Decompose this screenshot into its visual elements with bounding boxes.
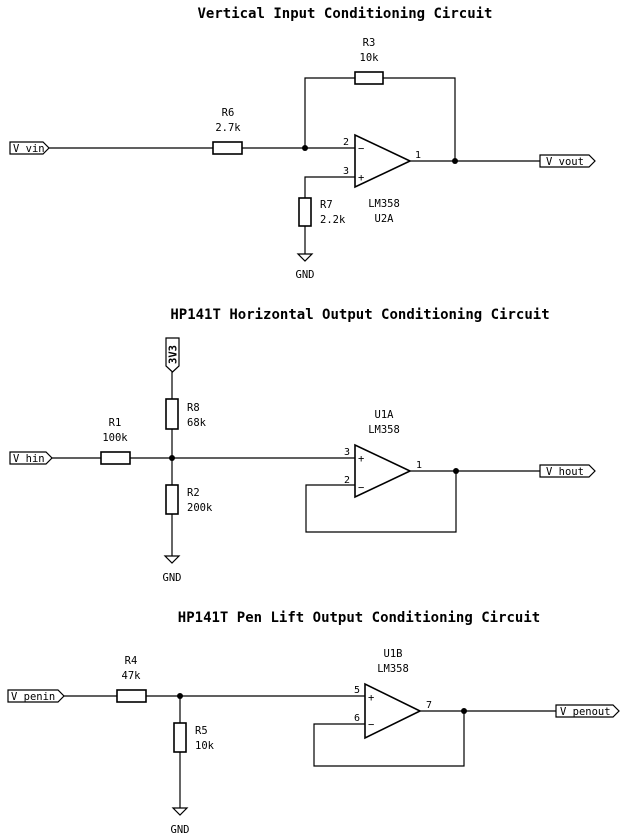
- plus-sign: +: [368, 692, 374, 704]
- plus-sign: +: [358, 172, 364, 184]
- penlift-title: HP141T Pen Lift Output Conditioning Circ…: [178, 610, 540, 626]
- junction-dot: [453, 468, 459, 474]
- r4-value: 47k: [122, 670, 142, 682]
- r7-value: 2.2k: [320, 214, 346, 226]
- r4-ref: R4: [125, 655, 138, 667]
- minus-sign: −: [358, 482, 364, 494]
- r5-ref: R5: [195, 725, 208, 737]
- r8-ref: R8: [187, 402, 200, 414]
- plus-sign: +: [358, 453, 364, 465]
- r6-value: 2.7k: [215, 122, 241, 134]
- port-v-hout: [539, 464, 596, 478]
- resistor-r2: [165, 484, 179, 515]
- vertical-title: Vertical Input Conditioning Circuit: [197, 6, 492, 22]
- u1a-pin-out: 1: [416, 460, 422, 471]
- u1a-ref: U1A: [375, 409, 395, 421]
- power-flag-3v3: [165, 337, 180, 373]
- junction-dot: [177, 693, 183, 699]
- port-v-vin: [9, 141, 50, 155]
- u1b-pin-minus: 6: [354, 713, 360, 724]
- r7-ref: R7: [320, 199, 333, 211]
- u1b-pin-plus: 5: [354, 685, 360, 696]
- r3-value: 10k: [360, 52, 380, 64]
- gnd-label: GND: [296, 269, 315, 281]
- resistor-r8: [165, 398, 179, 430]
- r1-value: 100k: [102, 432, 128, 444]
- u2a-pin-minus: 2: [343, 137, 349, 148]
- gnd-symbol: [163, 555, 181, 564]
- port-v-vin-label: V_vin: [13, 143, 45, 155]
- junction-dot: [169, 455, 175, 461]
- u1a-pin-plus: 3: [344, 447, 350, 458]
- vertical-circuit: Vertical Input Conditioning Circuit V_vi…: [9, 6, 596, 281]
- port-v-penin: [7, 689, 65, 703]
- u2a-pin-out: 1: [415, 150, 421, 161]
- u1b-pin-out: 7: [426, 700, 432, 711]
- junction-dot: [461, 708, 467, 714]
- u1b-ref: U1B: [384, 648, 403, 660]
- minus-sign: −: [358, 143, 364, 155]
- wire: [313, 711, 465, 767]
- port-v-vout-label: V_vout: [546, 156, 584, 168]
- power-flag-label: 3V3: [168, 345, 180, 364]
- wire: [305, 471, 457, 533]
- gnd-symbol: [296, 253, 314, 262]
- gnd-label: GND: [163, 572, 182, 584]
- port-v-penin-label: V_penin: [11, 691, 55, 703]
- gnd-symbol: [171, 807, 189, 816]
- r5-value: 10k: [195, 740, 215, 752]
- resistor-r6: [212, 141, 243, 155]
- u2a-ref: U2A: [375, 213, 395, 225]
- resistor-r4: [116, 689, 147, 703]
- u1a-pin-minus: 2: [344, 475, 350, 486]
- port-v-vout: [539, 154, 596, 168]
- r2-ref: R2: [187, 487, 200, 499]
- wire: [304, 176, 355, 198]
- resistor-r5: [173, 722, 187, 753]
- gnd-label: GND: [171, 824, 190, 836]
- u1b-part: LM358: [377, 663, 409, 675]
- opamp-u1a: [354, 443, 412, 499]
- r2-value: 200k: [187, 502, 213, 514]
- port-v-hin: [9, 451, 53, 465]
- penlift-circuit: HP141T Pen Lift Output Conditioning Circ…: [7, 610, 620, 836]
- resistor-r7: [298, 197, 312, 227]
- junction-dot: [452, 158, 458, 164]
- resistor-r3: [354, 71, 384, 85]
- resistor-r1: [100, 451, 131, 465]
- horizontal-circuit: HP141T Horizontal Output Conditioning Ci…: [9, 307, 596, 584]
- port-v-hout-label: V_hout: [546, 466, 584, 478]
- junction-dot: [302, 145, 308, 151]
- r8-value: 68k: [187, 417, 207, 429]
- wire: [304, 77, 355, 148]
- minus-sign: −: [368, 719, 374, 731]
- opamp-u2a: [354, 133, 412, 189]
- u1a-part: LM358: [368, 424, 400, 436]
- r1-ref: R1: [109, 417, 122, 429]
- port-v-hin-label: V_hin: [13, 453, 45, 465]
- port-v-penout-label: V_penout: [560, 706, 611, 718]
- r3-ref: R3: [363, 37, 376, 49]
- horizontal-title: HP141T Horizontal Output Conditioning Ci…: [170, 307, 549, 323]
- wire: [383, 77, 456, 161]
- port-v-penout: [555, 704, 620, 718]
- r6-ref: R6: [222, 107, 235, 119]
- u2a-part: LM358: [368, 198, 400, 210]
- u2a-pin-plus: 3: [343, 166, 349, 177]
- opamp-u1b: [364, 682, 422, 740]
